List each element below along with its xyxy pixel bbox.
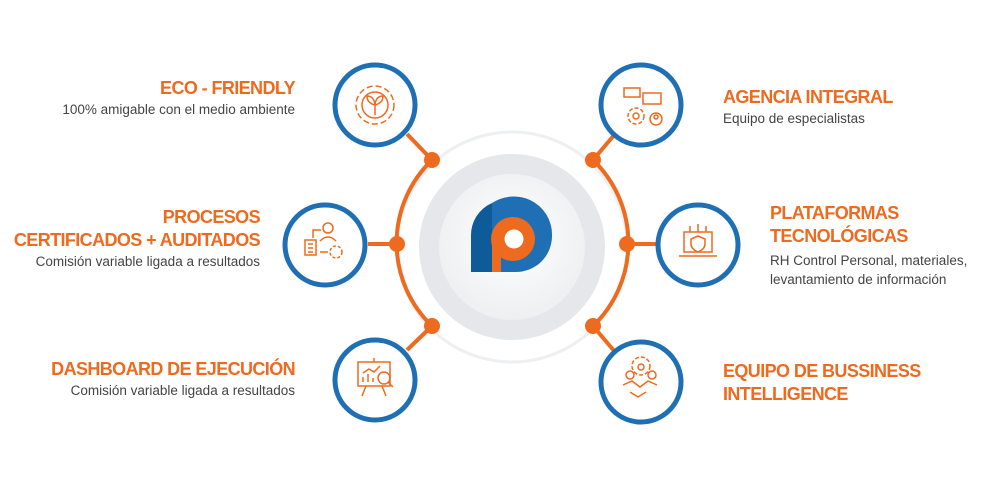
agencia-desc: Equipo de especialistas	[723, 111, 865, 126]
procesos-desc: Comisión variable ligada a resultados	[35, 254, 260, 269]
procesos-title-line2: CERTIFICADOS + AUDITADOS	[13, 230, 261, 250]
process-icon-circle	[282, 202, 368, 288]
dashboard-desc: Comisión variable ligada a resultados	[70, 383, 295, 398]
eco-gear-icon	[355, 85, 395, 125]
agencia-title: AGENCIA INTEGRAL	[723, 87, 893, 107]
bi-title-line1: EQUIPO DE BUSSINESS	[723, 361, 921, 381]
company-logo	[470, 196, 553, 273]
handshake-team-icon	[622, 356, 658, 398]
eco-friendly-title: ECO - FRIENDLY	[160, 78, 296, 98]
dashboard-presentation-icon	[357, 358, 394, 397]
dashboard-block: DASHBOARD DE EJECUCIÓN Comisión variable…	[51, 358, 295, 400]
dashboard-title: DASHBOARD DE EJECUCIÓN	[51, 359, 295, 379]
bi-block: EQUIPO DE BUSSINESS INTELLIGENCE	[723, 360, 921, 406]
bi-icon-circle	[598, 339, 684, 425]
agency-icon-circle	[598, 62, 684, 148]
plataformas-desc-line1: RH Control Personal, materiales,	[770, 253, 968, 268]
platform-icon-circle	[655, 202, 741, 288]
connector-dots	[389, 152, 635, 334]
procesos-block: PROCESOS CERTIFICADOS + AUDITADOS Comisi…	[13, 206, 261, 271]
plataformas-block: PLATAFORMAS TECNOLÓGICAS RH Control Pers…	[770, 202, 967, 289]
dashboard-icon-circle	[332, 337, 418, 423]
bi-title-line2: INTELLIGENCE	[723, 384, 848, 404]
process-workflow-icon	[304, 222, 343, 259]
laptop-shield-icon	[679, 224, 717, 257]
plataformas-title-line1: PLATAFORMAS	[770, 203, 899, 223]
procesos-title-line1: PROCESOS	[162, 207, 261, 227]
eco-friendly-block: ECO - FRIENDLY 100% amigable con el medi…	[62, 77, 295, 119]
team-chat-gear-icon	[623, 87, 663, 126]
plataformas-desc-line2: levantamiento de información	[770, 272, 947, 287]
agencia-block: AGENCIA INTEGRAL Equipo de especialistas	[723, 86, 893, 128]
eco-friendly-desc: 100% amigable con el medio ambiente	[62, 102, 295, 117]
plataformas-title-line2: TECNOLÓGICAS	[770, 226, 908, 246]
